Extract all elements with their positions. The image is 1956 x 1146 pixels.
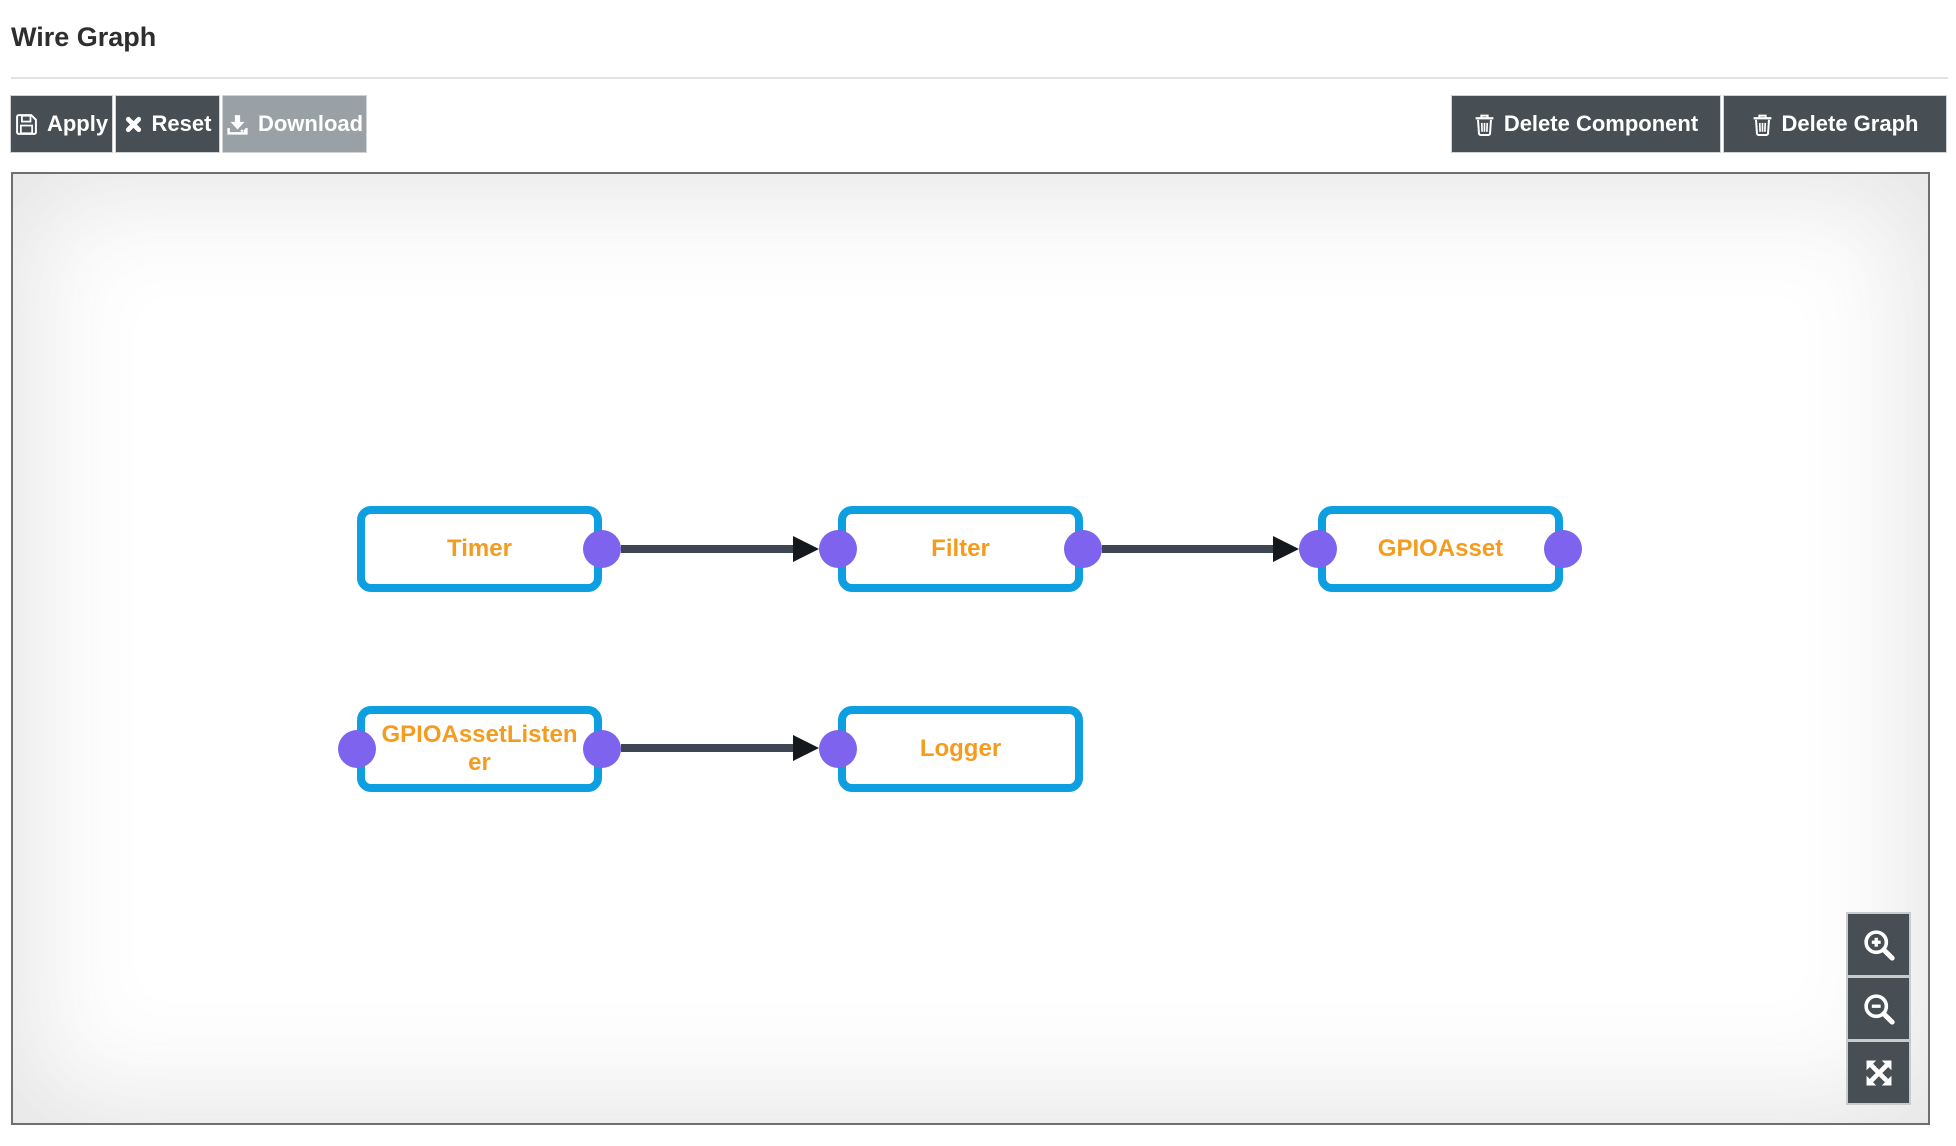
trash-icon bbox=[1474, 113, 1495, 136]
delete-component-button-label: Delete Component bbox=[1503, 111, 1699, 136]
wire-arrowhead bbox=[793, 536, 819, 562]
delete-graph-button[interactable]: Delete Graph bbox=[1723, 95, 1947, 153]
node-label: Timer bbox=[447, 534, 512, 562]
wire-graph-canvas[interactable]: Timer Filter GPIOAsset GPIOAssetListener… bbox=[11, 172, 1930, 1125]
wire-filter-gpioasset[interactable] bbox=[1102, 545, 1273, 553]
trash-icon bbox=[1752, 113, 1773, 136]
delete-graph-button-label: Delete Graph bbox=[1781, 111, 1919, 136]
node-label: GPIOAssetListener bbox=[381, 720, 578, 776]
apply-button-label: Apply bbox=[46, 111, 109, 136]
node-logger[interactable]: Logger bbox=[819, 706, 1083, 792]
times-icon bbox=[124, 115, 143, 134]
wire-arrowhead bbox=[1273, 536, 1299, 562]
node-timer[interactable]: Timer bbox=[357, 506, 621, 592]
apply-button[interactable]: Apply bbox=[10, 95, 113, 153]
toolbar-right: Delete Component Delete Graph bbox=[1451, 95, 1947, 153]
input-port[interactable] bbox=[819, 730, 857, 768]
output-port[interactable] bbox=[1064, 530, 1102, 568]
wire-arrowhead bbox=[793, 735, 819, 761]
reset-button[interactable]: Reset bbox=[115, 95, 220, 153]
node-label: GPIOAsset bbox=[1377, 534, 1504, 562]
node-label: Logger bbox=[919, 734, 1002, 762]
input-port[interactable] bbox=[1299, 530, 1337, 568]
output-port[interactable] bbox=[583, 530, 621, 568]
input-port[interactable] bbox=[819, 530, 857, 568]
zoom-out-icon bbox=[1861, 991, 1897, 1027]
delete-component-button[interactable]: Delete Component bbox=[1451, 95, 1721, 153]
zoom-out-button[interactable] bbox=[1846, 976, 1911, 1041]
reset-button-label: Reset bbox=[151, 111, 212, 136]
download-button-label: Download bbox=[257, 111, 364, 136]
node-gpioasset[interactable]: GPIOAsset bbox=[1299, 506, 1582, 592]
toolbar-left: Apply Reset Download bbox=[10, 95, 367, 153]
fit-to-screen-button[interactable] bbox=[1846, 1040, 1911, 1105]
node-filter[interactable]: Filter bbox=[819, 506, 1102, 592]
node-label: Filter bbox=[931, 534, 990, 562]
zoom-controls bbox=[1846, 912, 1911, 1105]
node-gpioassetlistener[interactable]: GPIOAssetListener bbox=[338, 706, 621, 792]
input-port[interactable] bbox=[338, 730, 376, 768]
download-icon bbox=[226, 113, 249, 136]
expand-arrows-icon bbox=[1861, 1055, 1897, 1091]
zoom-in-button[interactable] bbox=[1846, 912, 1911, 977]
page-title: Wire Graph bbox=[11, 22, 157, 52]
output-port[interactable] bbox=[583, 730, 621, 768]
header-divider bbox=[11, 77, 1948, 79]
save-icon bbox=[15, 113, 38, 136]
wire-gpioassetlistener-logger[interactable] bbox=[621, 744, 793, 752]
output-port[interactable] bbox=[1544, 530, 1582, 568]
wire-timer-filter[interactable] bbox=[621, 545, 793, 553]
download-button[interactable]: Download bbox=[222, 95, 367, 153]
zoom-in-icon bbox=[1861, 927, 1897, 963]
